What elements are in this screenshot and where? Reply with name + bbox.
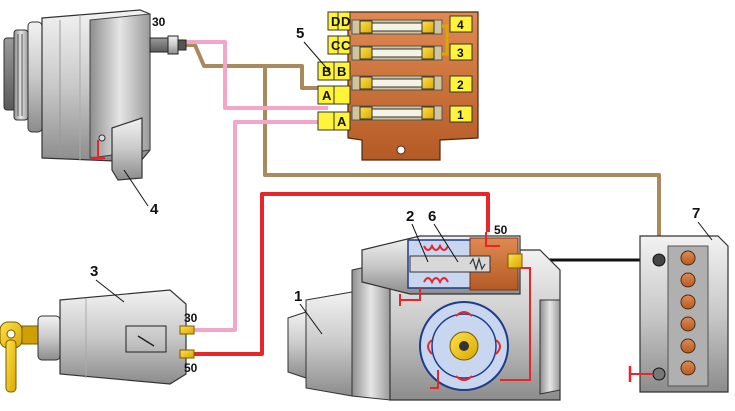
switch-terminal-50-label: 50 [184, 361, 198, 375]
battery [628, 235, 729, 393]
callout-starter: 1 [294, 288, 302, 305]
fuse-letter: A [322, 88, 332, 103]
starter [287, 232, 561, 401]
fuse-row [351, 45, 443, 61]
switch-terminal-30-label: 30 [184, 311, 198, 325]
fuse-number: 2 [457, 78, 464, 92]
fuse-letter: A [337, 114, 347, 129]
battery-negative-terminal [652, 367, 666, 381]
fuse-letter: C [341, 38, 351, 53]
solenoid-coil-icon [423, 243, 449, 285]
battery-cell-caps [680, 250, 696, 376]
callout-traction-winding: 2 [406, 208, 414, 225]
fuse-number: 3 [457, 46, 464, 60]
fuse-letter: B [337, 64, 346, 79]
callout-battery: 7 [692, 205, 700, 222]
fuse-number: 1 [457, 108, 464, 122]
alternator-terminal-label: 30 [152, 15, 166, 29]
callout-solenoid-relay: 6 [428, 208, 436, 225]
battery-positive-terminal [652, 253, 666, 267]
fuse-row [351, 19, 443, 35]
callout-ignition-switch: 3 [90, 263, 98, 280]
callout-fuse-box: 5 [296, 25, 304, 42]
fuse-letter: C [331, 38, 341, 53]
ground-icon [91, 140, 105, 160]
key-icon [0, 321, 41, 393]
alternator [3, 9, 187, 181]
pink-wire-switch [194, 120, 328, 332]
fuse-letter: D [341, 14, 350, 29]
fuse-letter: D [331, 14, 340, 29]
fuse-row [351, 105, 443, 121]
ignition-switch [0, 289, 195, 393]
brown-wire-fuse [204, 64, 328, 90]
red-wire [194, 192, 490, 356]
fuse-box: D D C C B B A A 4 3 2 1 [317, 11, 479, 161]
fuse-number: 4 [457, 18, 464, 32]
fuse-row [351, 75, 443, 91]
callout-voltage-regulator: 4 [150, 201, 159, 218]
fuse-letter: B [322, 64, 331, 79]
callouts: 1 2 6 3 4 5 7 [90, 25, 713, 335]
pink-wire-alternator [186, 40, 328, 110]
voltage-regulator [111, 117, 143, 181]
starter-terminal-50-label: 50 [494, 223, 508, 237]
